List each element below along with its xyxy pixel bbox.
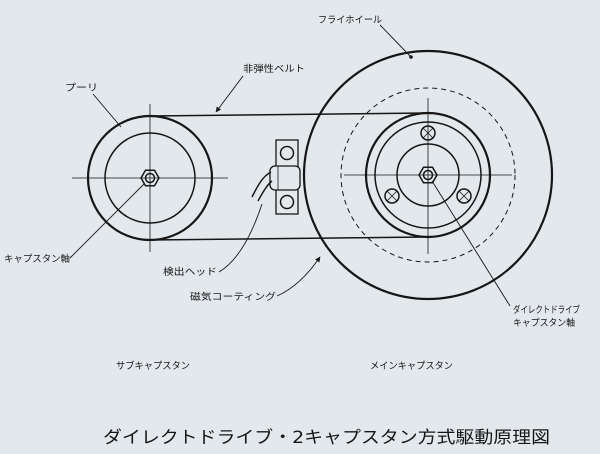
pulley-inner-rim <box>104 132 196 224</box>
head-cable <box>257 180 273 202</box>
head-body <box>269 165 301 191</box>
inelastic-belt <box>149 112 429 241</box>
screw-top <box>420 125 436 141</box>
direct-drive-label-line1: ダイレクトドライブ <box>513 304 580 316</box>
screw-icon <box>384 188 400 204</box>
capstan-shaft-label: キャプスタン軸 <box>4 253 70 265</box>
main-capstan-shaft <box>422 169 434 181</box>
screw-cross <box>423 128 433 138</box>
sub-capstan-label: サブキャプスタン <box>116 360 190 372</box>
screw-cross <box>387 191 397 201</box>
head-cable <box>251 171 272 198</box>
detection-head <box>251 139 301 215</box>
flywheel-hub <box>396 143 460 207</box>
leader-lines <box>69 24 511 307</box>
main-capstan-hub-nut <box>418 166 438 184</box>
sub-capstan-hub-nut <box>140 169 160 187</box>
pulley-label: プーリ <box>65 83 98 94</box>
pulley-leader <box>92 93 122 128</box>
sub-capstan-shaft-leader <box>69 183 145 259</box>
flywheel-outer-rim <box>302 49 554 301</box>
belt-leader <box>215 75 244 113</box>
magnetic-coating-leader <box>276 256 321 297</box>
flywheel-label: フライホイール <box>318 15 382 26</box>
screw-icon <box>420 125 436 141</box>
main-capstan-label: メインキャプスタン <box>370 361 453 372</box>
mount-hole-bottom <box>279 194 295 210</box>
belt-top-run <box>149 112 429 117</box>
flywheel-belt-ring-inner <box>374 121 482 229</box>
magnetic-coating-label: 磁気コーティング <box>190 291 277 303</box>
sub-capstan-shaft <box>144 172 156 184</box>
screw-cross <box>459 191 469 201</box>
detection-head-label: 検出ヘッド <box>163 266 217 278</box>
belt-bottom-run <box>149 236 429 241</box>
direct-drive-label-line2: キャプスタン軸 <box>513 317 575 329</box>
flywheel-assembly <box>302 49 554 301</box>
flywheel-leader <box>379 24 411 57</box>
flywheel-leader-dot <box>409 55 413 59</box>
diagram-title: ダイレクトドライブ・2キャプスタン方式駆動原理図 <box>103 427 550 448</box>
belt-label: 非弾性ベルト <box>243 63 305 75</box>
flywheel-belt-ring-outer <box>364 111 492 239</box>
main-capstan-shaft-leader <box>431 180 511 307</box>
sub-capstan-pulley <box>72 104 228 252</box>
detection-head-leader <box>218 203 263 273</box>
pulley-outer-rim <box>86 114 214 242</box>
flywheel-dashed-circle <box>340 87 516 263</box>
screw-icon <box>456 188 472 204</box>
mount-hole-top <box>279 145 295 161</box>
screw-left <box>384 188 400 204</box>
screw-right <box>456 188 472 204</box>
